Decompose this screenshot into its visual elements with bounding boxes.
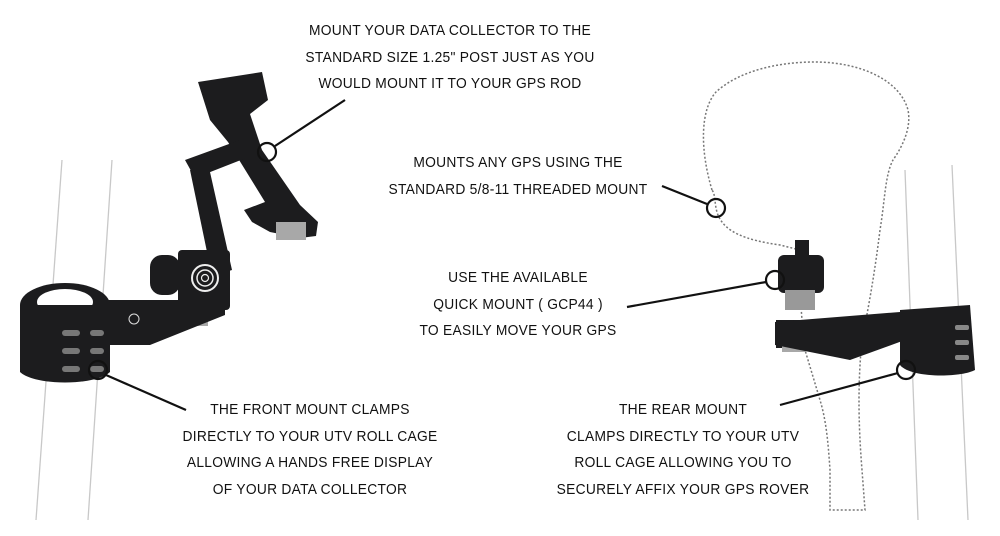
callout-line: THE FRONT MOUNT CLAMPS	[210, 401, 410, 418]
callout-line: USE THE AVAILABLE	[448, 269, 588, 286]
callout-line: STANDARD SIZE 1.25" POST JUST AS YOU	[305, 48, 595, 66]
callout-quick-mount: USE THE AVAILABLE QUICK MOUNT ( GCP44 ) …	[408, 265, 629, 345]
callout-line: STANDARD 5/8-11 THREADED MOUNT	[388, 180, 648, 198]
callout-line: ALLOWING A HANDS FREE DISPLAY	[186, 454, 434, 471]
callout-line: MOUNT YOUR DATA COLLECTOR TO THE	[308, 22, 592, 39]
callout-line: TO EASILY MOVE YOUR GPS	[419, 322, 617, 339]
callout-gps-mount: MOUNTS ANY GPS USING THE STANDARD 5/8-11…	[380, 150, 656, 203]
callout-front-mount: THE FRONT MOUNT CLAMPS DIRECTLY TO YOUR …	[163, 397, 457, 503]
callout-line: WOULD MOUNT IT TO YOUR GPS ROD	[318, 75, 582, 92]
rear-mount-illustration	[775, 240, 975, 376]
callout-line: OF YOUR DATA COLLECTOR	[212, 480, 408, 498]
callout-line: SECURELY AFFIX YOUR GPS ROVER	[556, 480, 810, 498]
front-mount-illustration	[20, 72, 318, 383]
callout-leaders	[87, 99, 917, 412]
callout-line: CLAMPS DIRECTLY TO YOUR UTV	[566, 427, 800, 445]
callout-data-collector: MOUNT YOUR DATA COLLECTOR TO THE STANDAR…	[266, 18, 634, 98]
callout-rear-mount: THE REAR MOUNT CLAMPS DIRECTLY TO YOUR U…	[545, 397, 821, 503]
callout-line: DIRECTLY TO YOUR UTV ROLL CAGE	[182, 427, 438, 445]
callout-line: ROLL CAGE ALLOWING YOU TO	[574, 454, 792, 471]
callout-line: QUICK MOUNT ( GCP44 )	[433, 295, 603, 313]
callout-line: THE REAR MOUNT	[618, 401, 748, 418]
callout-line: MOUNTS ANY GPS USING THE	[413, 154, 623, 171]
gps-rover-outline	[702, 61, 910, 511]
